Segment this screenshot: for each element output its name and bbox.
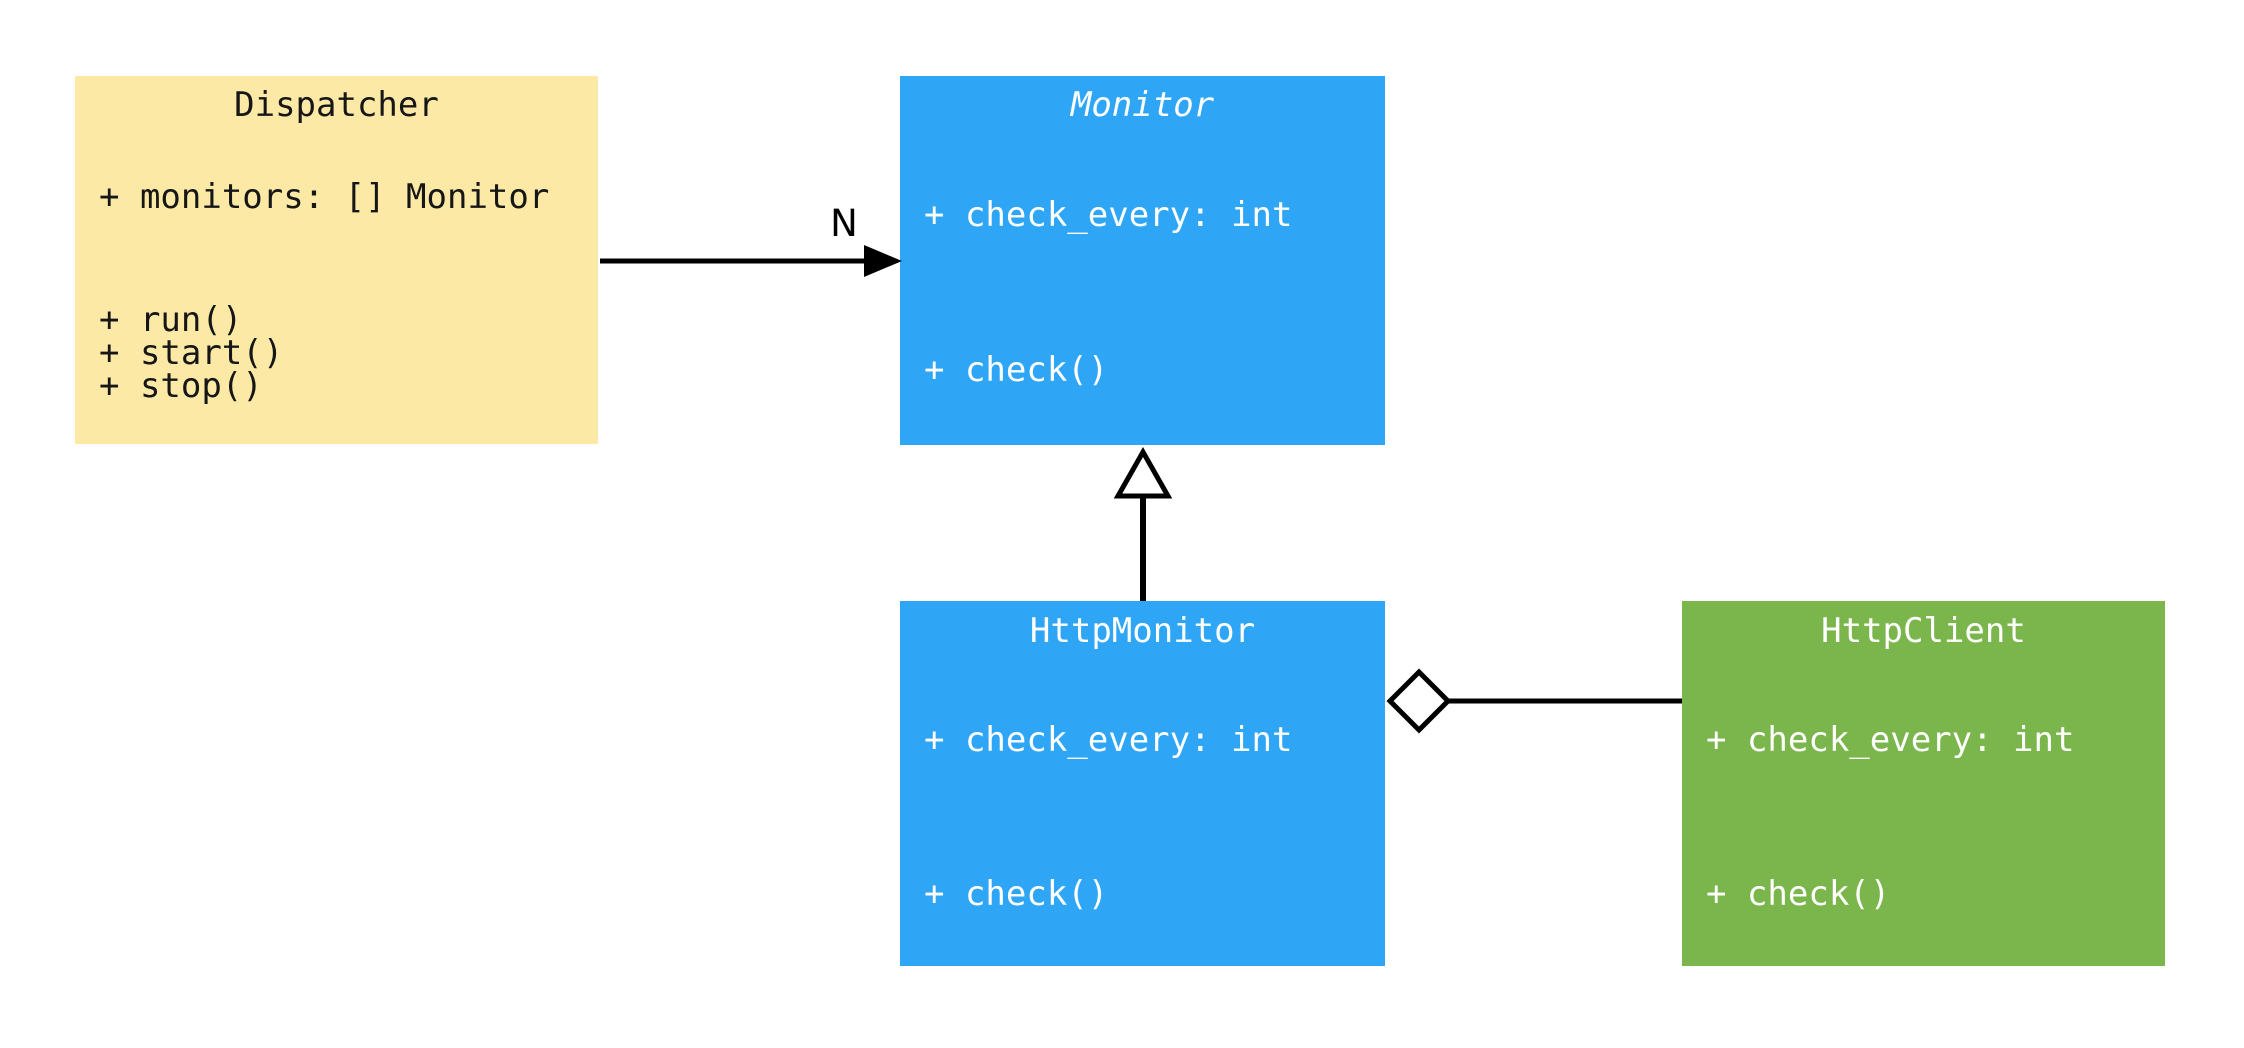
class-node-httpclient[interactable]: HttpClient + check_every: int + check() [1682, 601, 2165, 966]
method-line: + check() [924, 350, 1109, 390]
inheritance-httpmonitor-monitor [1113, 446, 1173, 601]
association-multiplicity-label: N [830, 202, 858, 245]
class-node-dispatcher[interactable]: Dispatcher + monitors: [] Monitor + run(… [75, 76, 598, 444]
aggregation-httpmonitor-httpclient [1386, 668, 1682, 734]
method-line: + start() [99, 332, 284, 373]
association-dispatcher-monitor [600, 245, 902, 277]
class-methods-section: + run() + start() + stop() [75, 262, 598, 444]
attribute-line: + monitors: [] Monitor [99, 177, 550, 217]
class-title: Dispatcher [234, 85, 439, 125]
class-title: HttpClient [1821, 611, 2026, 651]
class-node-httpmonitor[interactable]: HttpMonitor + check_every: int + check() [900, 601, 1385, 966]
method-line: + check() [924, 873, 1109, 914]
class-node-monitor[interactable]: Monitor + check_every: int + check() [900, 76, 1385, 445]
hollow-triangle-icon [1113, 446, 1173, 499]
method-line: + check() [1706, 873, 1891, 914]
attribute-line: + check_every: int [1706, 719, 2075, 760]
class-title: HttpMonitor [1029, 611, 1256, 651]
class-attributes-section: + check_every: int [1682, 666, 2165, 814]
attribute-line: + check_every: int [924, 194, 1293, 235]
filled-arrowhead-icon [864, 245, 902, 277]
class-attributes-section: + check_every: int [900, 140, 1385, 290]
attribute-line: + check_every: int [924, 719, 1293, 760]
method-line: + run() [99, 299, 243, 340]
class-attributes-section: + check_every: int [900, 666, 1385, 814]
class-methods-section: + check() [900, 822, 1385, 966]
class-methods-section: + check() [900, 296, 1385, 445]
class-attributes-section: + monitors: [] Monitor [75, 140, 598, 255]
hollow-diamond-icon [1386, 668, 1452, 734]
class-title: Monitor [1070, 85, 1215, 125]
method-line: + stop() [99, 365, 263, 406]
class-methods-section: + check() [1682, 822, 2165, 966]
